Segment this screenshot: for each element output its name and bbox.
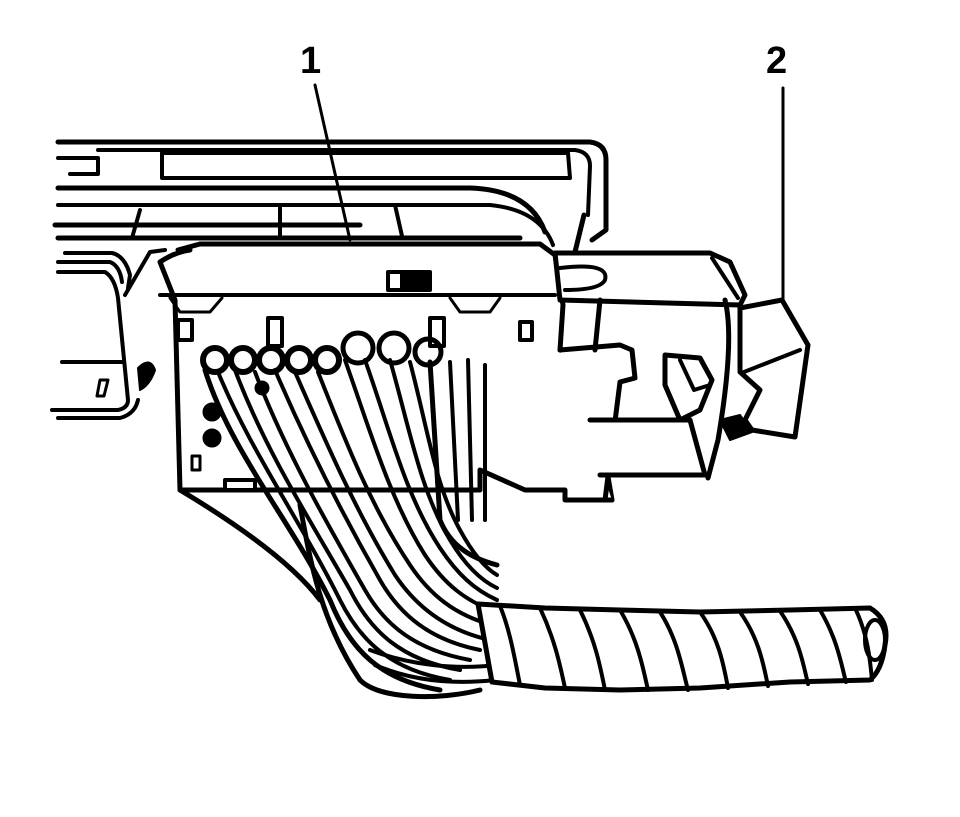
callout-label-2: 2 <box>766 40 788 82</box>
connector-body <box>157 241 615 503</box>
wire-seal-cavities <box>200 330 444 448</box>
connector-lock <box>552 250 811 503</box>
wire-bundle <box>177 358 500 700</box>
wire-harness-conduit <box>475 601 889 693</box>
callout-label-1: 1 <box>300 40 322 82</box>
leader-line-1 <box>313 83 352 242</box>
mounting-bracket <box>50 139 609 420</box>
